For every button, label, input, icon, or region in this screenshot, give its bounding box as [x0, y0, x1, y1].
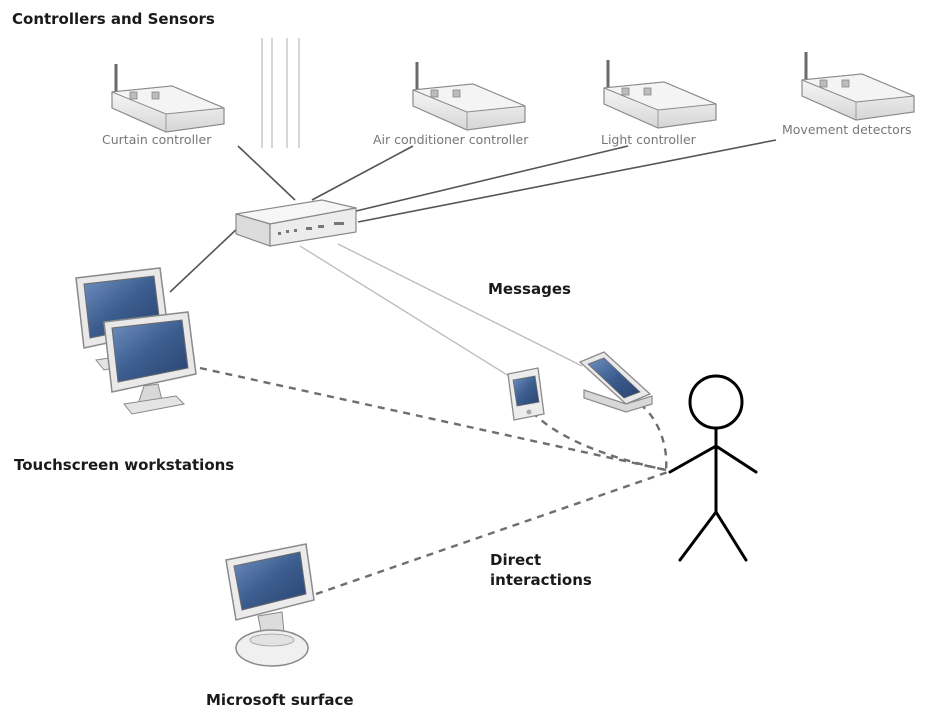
- tablet-device: [578, 351, 653, 413]
- controllers-heading: Controllers and Sensors: [12, 10, 215, 28]
- surface-heading: Microsoft surface: [206, 691, 354, 709]
- cable-bundle: [261, 38, 300, 148]
- device-label-light: Light controller: [601, 132, 697, 147]
- direct-interaction-lines: [199, 366, 669, 596]
- person-stick-figure: [668, 374, 758, 562]
- device-label-curtain: Curtain controller: [102, 132, 212, 147]
- device-label-movement: Movement detectors: [782, 122, 911, 137]
- movement-detector-device: [800, 50, 916, 122]
- direct-interactions-heading-line2: interactions: [490, 571, 592, 589]
- device-label-aircon: Air conditioner controller: [373, 132, 529, 147]
- direct-interactions-heading-line1: Direct: [490, 551, 541, 569]
- touchscreen-workstation-front: [103, 311, 197, 415]
- wired-connections: [169, 139, 777, 293]
- touchscreen-heading: Touchscreen workstations: [14, 456, 234, 474]
- message-lines: [299, 243, 583, 379]
- light-controller-device: [602, 58, 718, 130]
- pda-device: [507, 367, 545, 421]
- air-conditioner-controller-device: [411, 60, 527, 132]
- curtain-controller-device: [110, 62, 226, 134]
- network-hub: [235, 199, 357, 247]
- microsoft-surface-device: [225, 543, 315, 667]
- messages-heading: Messages: [488, 280, 571, 298]
